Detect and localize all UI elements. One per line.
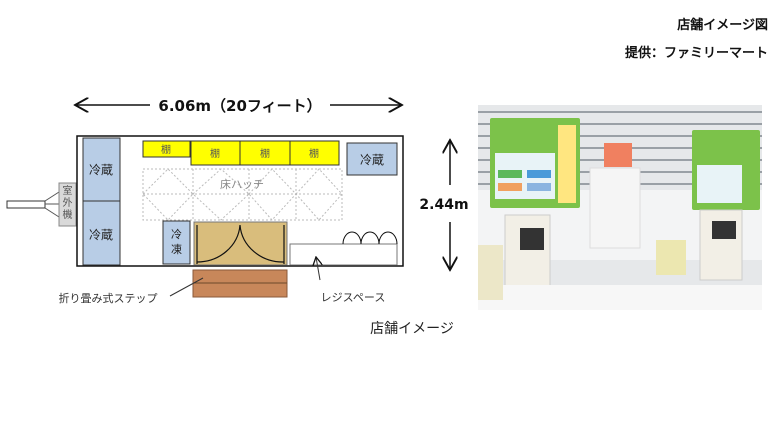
fridge-label: 冷蔵 [360,153,384,167]
shelf-label: 棚 [309,147,319,160]
shelf-3 [239,140,291,166]
floor-hatch [142,168,343,221]
height-label: 2.44m [419,197,468,213]
freezer-label: 冷凍 [171,228,182,256]
width-label: 6.06m（20フィート） [158,97,321,115]
shelf-1 [142,140,191,158]
register-pointer [316,257,320,281]
outdoor-unit-label: 室外機 [62,186,73,221]
fridge-left-bottom [82,200,121,266]
store-image-caption: 店舗イメージ [370,321,454,337]
photo-credit: 提供：ファミリーマート [624,46,768,61]
self-checkout-photo [478,105,762,310]
floor-hatch-label: 床ハッチ [220,177,264,191]
shelf-label: 棚 [260,147,270,160]
step-pointer [169,277,204,297]
fridge-right [346,142,398,176]
figure-title: 店舗イメージ図 [677,18,768,33]
shelf-label: 棚 [161,143,171,156]
double-door [196,224,285,264]
fridge-label: 冷蔵 [89,228,113,242]
shelf-2 [190,140,241,166]
shelf-label: 棚 [210,147,220,160]
outdoor-unit [58,182,77,227]
register-gates [342,231,398,245]
register-space [289,243,398,266]
hitch-lines [44,191,60,218]
register-label: レジスペース [321,291,386,304]
fridge-label: 冷蔵 [89,163,113,177]
shelf-4 [289,140,340,166]
hitch-bar [6,200,46,209]
step-label: 折り畳み式ステップ [59,291,158,305]
freezer [162,220,191,265]
fridge-left-top [82,137,121,202]
